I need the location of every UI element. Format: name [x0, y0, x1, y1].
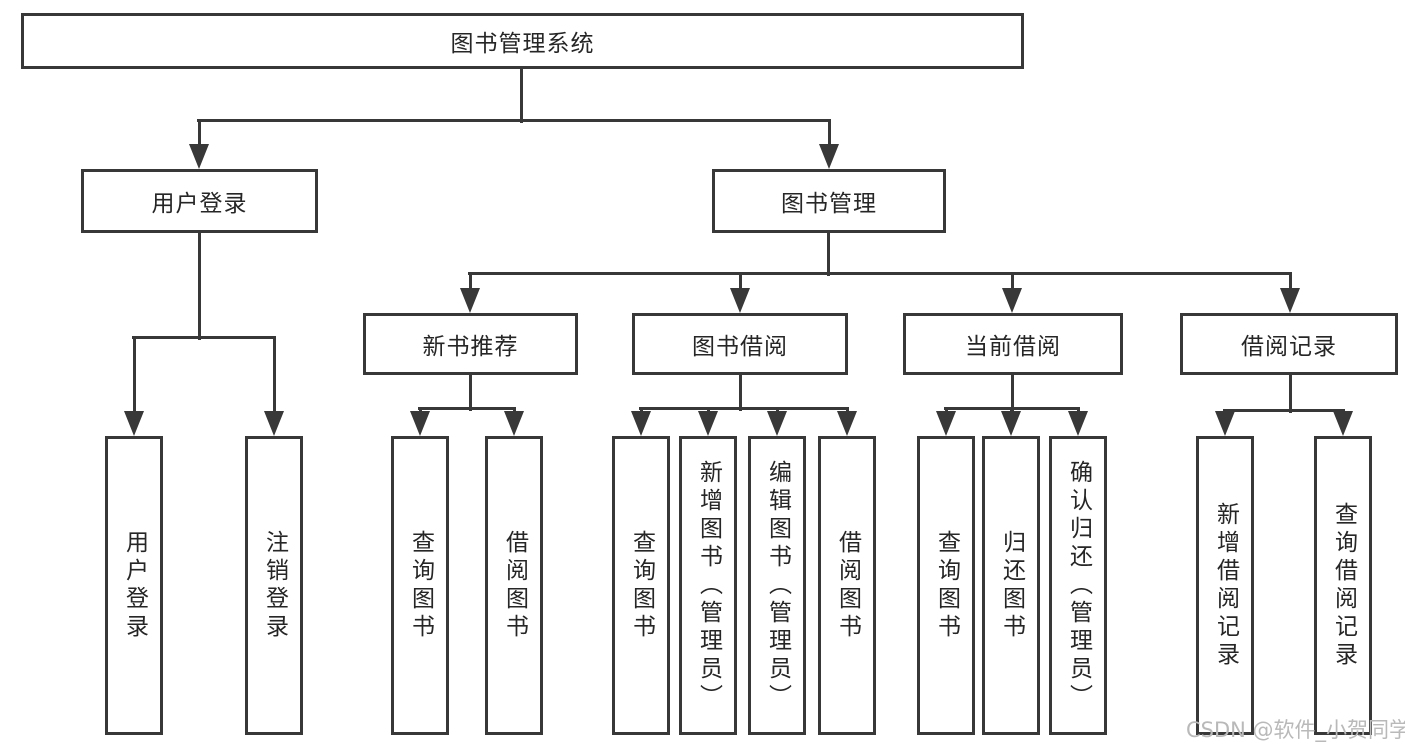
connector-vline [468, 273, 472, 292]
leaf-label: 编辑图书（管理员） [764, 459, 791, 712]
connector-vline [738, 273, 742, 292]
arrowhead-down-icon [767, 411, 787, 436]
node-edit-books-admin: 编辑图书（管理员） [748, 436, 806, 735]
leaf-label: 新增图书（管理员） [695, 459, 722, 712]
leaf-label: 确认归还（管理员） [1065, 459, 1092, 712]
connector-vline [1288, 375, 1292, 413]
arrowhead-down-icon [1280, 288, 1300, 313]
node-logout: 注销登录 [245, 436, 303, 735]
arrowhead-down-icon [1002, 288, 1022, 313]
node-current-borrowing: 当前借阅 [903, 313, 1123, 375]
node-query-borrow-record: 查询借阅记录 [1314, 436, 1372, 735]
node-user-login: 用户登录 [81, 169, 318, 233]
arrowhead-down-icon [460, 288, 480, 313]
leaf-label: 注销登录 [261, 529, 288, 642]
node-confirm-return-admin: 确认归还（管理员） [1049, 436, 1107, 735]
connector-vline [519, 69, 523, 123]
leaf-label: 查询图书 [933, 529, 960, 642]
node-query-books-recommend: 查询图书 [391, 436, 449, 735]
connector-hline [1223, 408, 1345, 412]
connector-hline [468, 271, 1292, 275]
connector-hline [418, 406, 516, 410]
node-borrow-books-borrowing: 借阅图书 [818, 436, 876, 735]
node-query-books-current: 查询图书 [917, 436, 975, 735]
leaf-label: 查询借阅记录 [1330, 501, 1357, 670]
connector-vline [197, 233, 201, 340]
connector-vline [197, 120, 201, 148]
connector-hline [197, 118, 831, 122]
connector-vline [827, 120, 831, 148]
node-add-borrow-record: 新增借阅记录 [1196, 436, 1254, 735]
connector-hline [132, 335, 276, 339]
connector-vline [738, 375, 742, 411]
connector-vline [272, 337, 276, 415]
leaf-label: 查询图书 [628, 529, 655, 642]
arrowhead-down-icon [819, 144, 839, 169]
connector-hline [639, 406, 849, 410]
node-borrow-books-recommend: 借阅图书 [485, 436, 543, 735]
watermark: CSDN @软件_小贺同学 [1186, 718, 1405, 742]
connector-vline [826, 233, 830, 276]
arrowhead-down-icon [631, 411, 651, 436]
node-book-management: 图书管理 [712, 169, 946, 233]
connector-vline [468, 375, 472, 411]
node-add-books-admin: 新增图书（管理员） [679, 436, 737, 735]
arrowhead-down-icon [1333, 411, 1353, 436]
leaf-label: 用户登录 [121, 529, 148, 642]
arrowhead-down-icon [936, 411, 956, 436]
arrowhead-down-icon [124, 411, 144, 436]
leaf-label: 查询图书 [407, 529, 434, 642]
arrowhead-down-icon [264, 411, 284, 436]
arrowhead-down-icon [698, 411, 718, 436]
leaf-label: 归还图书 [998, 529, 1025, 642]
node-book-borrowing: 图书借阅 [632, 313, 848, 375]
connector-vline [1010, 375, 1014, 411]
arrowhead-down-icon [410, 411, 430, 436]
arrowhead-down-icon [189, 144, 209, 169]
node-return-books: 归还图书 [982, 436, 1040, 735]
node-query-books-borrowing: 查询图书 [612, 436, 670, 735]
node-user-login-leaf: 用户登录 [105, 436, 163, 735]
connector-vline [1010, 273, 1014, 292]
node-library-management-system: 图书管理系统 [21, 13, 1024, 69]
node-new-book-recommendation: 新书推荐 [363, 313, 578, 375]
arrowhead-down-icon [837, 411, 857, 436]
arrowhead-down-icon [1215, 411, 1235, 436]
connector-vline [1288, 273, 1292, 292]
leaf-label: 新增借阅记录 [1212, 501, 1239, 670]
leaf-label: 借阅图书 [834, 529, 861, 642]
leaf-label: 借阅图书 [501, 529, 528, 642]
arrowhead-down-icon [504, 411, 524, 436]
arrowhead-down-icon [730, 288, 750, 313]
node-borrowing-records: 借阅记录 [1180, 313, 1398, 375]
connector-vline [132, 337, 136, 415]
arrowhead-down-icon [1068, 411, 1088, 436]
arrowhead-down-icon [1001, 411, 1021, 436]
